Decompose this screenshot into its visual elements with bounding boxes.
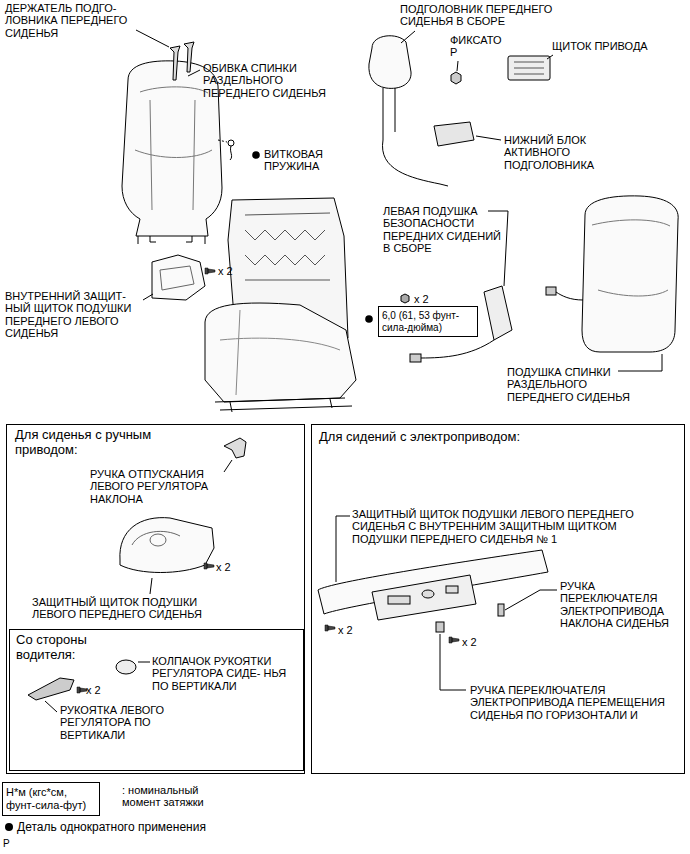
panel-heading: Для сиденья с ручным приводом: [15,428,190,458]
screw-icon [77,687,87,693]
illustration [5,30,678,831]
inner-cushion-shield [152,255,205,300]
headrest-stays [383,88,395,140]
note-label: ЩИТОК ПРИВОДА [552,40,648,52]
actuator-plate [508,56,550,80]
leader-line [401,31,415,43]
part-label: ДЕРЖАТЕЛЬ ПОДГО- ЛОВНИКА ПЕРЕДНЕГО СИДЕН… [5,2,135,39]
leader-line [547,55,553,59]
group-panel: Со стороны водителя: [9,629,304,771]
actuator-detail [514,62,544,74]
screw-icon [205,268,215,274]
part-label: ПОДГОЛОВНИК ПЕРЕДНЕГО СИДЕНЬЯ В СБОРЕ [400,3,565,28]
cover-hooks [138,236,205,244]
recliner-release-handle [224,438,246,458]
leader-line [336,516,350,582]
cover-seams [135,87,212,210]
slide-switch-knob [436,622,444,632]
part-label: КОЛПАЧОК РУКОЯТКИ РЕГУЛЯТОРА СИДЕ- НЬЯ П… [152,655,287,692]
part-label: ВНУТРЕННИЙ ЗАЩИТ- НЫЙ ЩИТОК ПОДУШКИ ПЕРЕ… [5,290,141,339]
headrest-holder [184,42,194,72]
part-label: ЗАЩИТНЫЙ ЩИТОК ПОДУШКИ ЛЕВОГО ПЕРЕДНЕГО … [352,508,642,545]
single-use-mark [252,151,260,159]
spec-text: 6,0 (61, 53 фунт- сила-дюйма) [382,310,474,333]
leader-line [143,294,153,300]
note-label: x 2 [216,561,231,573]
part-label: РУЧКА ПЕРЕКЛЮЧАТЕЛЯ ЭЛЕКТРОПРИВОДА ПЕРЕМ… [470,684,675,721]
leader-line [505,590,557,610]
part-label: РУЧКА ОТПУСКАНИЯ ЛЕВОГО РЕГУЛЯТОРА НАКЛО… [90,468,222,505]
shield-detail [160,266,194,290]
leader-line [188,70,200,76]
part-label: ОБИВКА СПИНКИ РАЗДЕЛЬНОГО ПЕРЕДНЕГО СИДЕ… [203,62,333,99]
leader-line [150,578,152,594]
headrest-holder [170,46,180,80]
seatback-pad [582,196,678,352]
spec-text: Н*м (кгс*см, фунт-сила-фут) [6,786,96,811]
spec-box: 6,0 (61, 53 фунт- сила-дюйма) [378,306,478,337]
note-label: x 2 [86,684,101,696]
screw-icon [325,625,335,631]
part-label: РУЧКА ПЕРЕКЛЮЧАТЕЛЯ ЭЛЕКТРОПРИВОДА НАКЛО… [560,580,678,629]
note-label: x 2 [218,265,233,277]
seat-cushion [205,303,356,402]
headrest [369,36,411,89]
leader-line [45,701,57,712]
part-label: ЛЕВАЯ ПОДУШКА БЕЗОПАСНОСТИ ПЕРЕДНИХ СИДЕ… [383,205,501,254]
note-label: x 2 [414,293,429,305]
leader-line [136,30,169,47]
single-use-mark [5,823,13,831]
screw-icon [449,637,459,643]
part-label: ПОДУШКА СПИНКИ РАЗДЕЛЬНОГО ПЕРЕДНЕГО СИД… [507,366,637,403]
part-label: НИЖНИЙ БЛОК АКТИВНОГО ПОДГОЛОВНИКА [504,134,604,171]
note-label: x 2 [338,624,353,636]
lifter-handle-cap [116,660,136,674]
shield-detail [132,531,180,546]
part-label: ЗАЩИТНЫЙ ЩИТОК ПОДУШКИ ЛЕВОГО ПЕРЕДНЕГО … [32,596,232,621]
vertical-adjuster-handle [28,678,74,700]
recline-switch-knob [498,604,504,616]
panel-heading: Со стороны водителя: [16,633,116,663]
lower-headrest-block [434,122,474,146]
leader-line [218,140,227,142]
seat-rails [215,398,352,412]
leader-line [618,354,662,371]
side-airbag [484,286,512,340]
airbag-connector [410,354,421,362]
switch-button [422,590,434,598]
leader-line [138,662,150,663]
airbag-wire [421,340,494,358]
switch-button [446,586,458,593]
pad-connector [546,287,556,295]
leader-line [476,136,501,140]
coil-spring [230,146,232,160]
headrest-cable [382,140,448,186]
screw-icon [204,563,214,569]
pad-wire [556,292,583,300]
retainer [451,72,461,84]
leader-line [457,61,458,71]
note-label: P [3,838,10,850]
seat-springs [245,213,330,280]
part-label: ВИТКОВАЯ ПРУЖИНА [264,148,339,173]
part-label: ФИКСАТО Р [450,34,510,59]
legend-text: Деталь однократного применения [17,820,206,834]
pad-seams [592,220,670,296]
spec-box: Н*м (кгс*см, фунт-сила-фут) [2,782,100,816]
cushion-seams [220,310,340,395]
single-use-mark [365,315,373,323]
switch-face [372,575,476,620]
coil-spring [228,140,234,146]
leader-line [224,460,232,472]
switch-button [388,596,410,604]
nut-icon [401,294,409,303]
panel-heading: Для сидений с электроприводом: [319,430,677,445]
part-label: : номинальный момент затяжки [122,784,222,809]
note-label: x 2 [462,636,477,648]
cushion-shield [120,518,214,573]
leader-line [488,211,508,286]
part-label: РУКОЯТКА ЛЕВОГО РЕГУЛЯТОРА ПО ВЕРТИКАЛИ [60,704,180,741]
